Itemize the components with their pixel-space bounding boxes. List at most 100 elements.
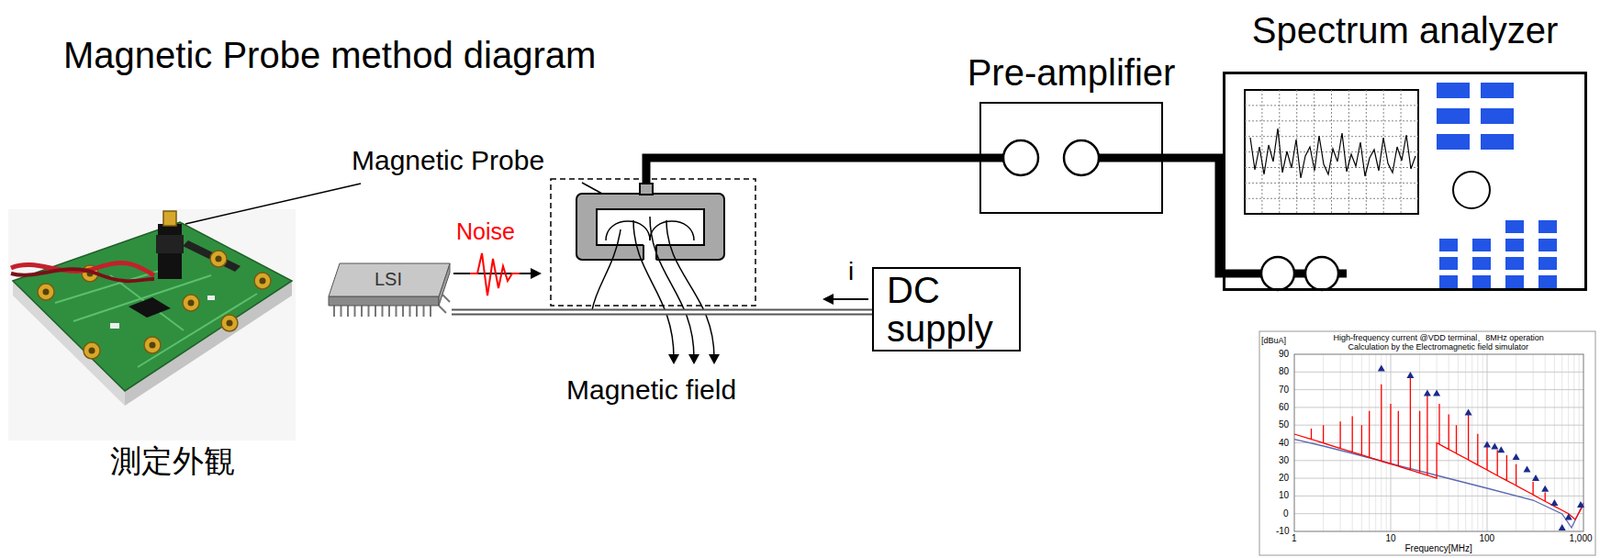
magnetic-field-lines xyxy=(649,216,694,359)
spectrum-analyzer-panel xyxy=(1538,275,1557,289)
noise-arrow xyxy=(453,272,533,275)
axis-title: Frequency[MHz] xyxy=(1405,543,1473,555)
spectrum-analyzer-panel xyxy=(1436,108,1470,124)
field-arrowheads xyxy=(668,354,720,365)
photo-board xyxy=(8,209,296,441)
chip-front xyxy=(328,296,439,306)
spectrum-analyzer-panel xyxy=(1538,220,1557,234)
y-axis-tick: 90 xyxy=(1278,348,1289,360)
y-axis-tick: -10 xyxy=(1275,525,1289,538)
y-axis-tick: 70 xyxy=(1278,384,1289,396)
noise-arrow xyxy=(530,268,542,280)
magnetic-field-lines xyxy=(605,221,650,241)
spectrum-analyzer-panel xyxy=(1538,238,1557,252)
spectrum-analyzer-panel xyxy=(1505,220,1524,234)
spectrum-analyzer-panel xyxy=(1244,89,1419,214)
photo-board xyxy=(11,268,155,281)
photo-board xyxy=(188,300,195,307)
spectrum-analyzer-panel xyxy=(1222,82,1557,291)
spectrum-analyzer-panel xyxy=(1472,238,1491,252)
spectrum-analyzer-panel xyxy=(1505,275,1524,289)
chart-subtitle: Calculation by the Electromagnetic field… xyxy=(1348,342,1530,352)
spectrum-chart xyxy=(1294,354,1584,532)
photo-board xyxy=(110,323,120,329)
chip-label: LSI xyxy=(337,268,439,291)
spectrum-analyzer-panel xyxy=(1480,134,1514,150)
chip-top xyxy=(328,263,450,297)
photo-board xyxy=(259,278,267,285)
photo-board xyxy=(226,320,234,327)
signal-cable xyxy=(1163,157,1223,274)
power-wire xyxy=(451,311,873,314)
spectrum-chart xyxy=(1259,331,1596,556)
field-label: Magnetic field xyxy=(566,374,737,407)
magnetic-field-lines xyxy=(666,220,715,359)
spectrum-analyzer-panel xyxy=(1480,82,1514,99)
photo-board xyxy=(182,240,241,272)
spectrum-analyzer-panel xyxy=(1261,257,1295,291)
photo-board xyxy=(43,289,50,296)
spectrum-analyzer-panel xyxy=(1472,257,1491,270)
x-axis-tick: 1 xyxy=(1291,533,1298,545)
x-axis-tick: 100 xyxy=(1479,533,1496,545)
current-arrow xyxy=(831,298,869,301)
photo-board xyxy=(215,256,223,263)
magnetic-field-lines xyxy=(592,229,621,311)
pre-amplifier-connectors xyxy=(1063,140,1099,176)
spectrum-analyzer-panel xyxy=(1439,238,1458,252)
photo-board xyxy=(144,336,161,354)
power-wire xyxy=(451,309,873,316)
pre-amplifier-box: Pre-amplifier xyxy=(979,101,1164,214)
spectrum-chart xyxy=(1294,354,1584,532)
noise-arrow xyxy=(469,253,520,296)
spectrum-analyzer-panel xyxy=(1439,275,1458,289)
box-heading: Pre-amplifier xyxy=(967,51,1176,94)
spectrum-analyzer-box: Spectrum analyzer xyxy=(1222,71,1588,291)
magnetic-field-lines xyxy=(649,221,694,241)
photo-board xyxy=(163,211,177,226)
photo-board xyxy=(8,209,296,441)
pre-amplifier-connectors xyxy=(1003,140,1164,176)
y-axis-tick: 30 xyxy=(1278,455,1289,467)
y-axis-tick: 10 xyxy=(1278,490,1289,502)
leader-line xyxy=(185,182,621,224)
current-arrow xyxy=(822,293,869,305)
callout-label: Magnetic Probe xyxy=(351,145,545,178)
y-axis-tick: 60 xyxy=(1278,402,1289,414)
photo-board xyxy=(182,294,200,312)
x-axis-tick: 10 xyxy=(1386,533,1397,545)
box-label: DC supply xyxy=(873,270,1019,348)
spectrum-analyzer-panel xyxy=(1453,171,1490,209)
pre-amplifier-connectors xyxy=(1098,154,1164,163)
spectrum-analyzer-panel xyxy=(1505,238,1524,252)
photo-board xyxy=(210,250,227,268)
photo-board xyxy=(124,280,292,406)
spectrum-chart xyxy=(1294,377,1584,520)
y-axis-tick: 20 xyxy=(1278,472,1289,484)
y-axis-tick: 0 xyxy=(1283,508,1289,520)
y-axis-tick: 80 xyxy=(1278,366,1289,378)
y-axis-tick: 50 xyxy=(1278,419,1289,431)
photo-board xyxy=(37,250,271,359)
spectrum-analyzer-panel xyxy=(1472,275,1491,289)
pre-amplifier-connectors xyxy=(1003,140,1039,176)
spectrum-analyzer-panel xyxy=(1436,82,1470,99)
diagram-title: Magnetic Probe method diagram xyxy=(63,33,596,77)
power-wire xyxy=(451,312,873,314)
spectrum-analyzer-panel xyxy=(1439,257,1458,270)
photo-board xyxy=(12,222,292,392)
photo-board xyxy=(207,295,215,301)
photo-board xyxy=(149,342,157,349)
spectrum-analyzer-panel xyxy=(1305,257,1339,291)
spectrum-analyzer-panel xyxy=(1505,257,1524,270)
spectrum-analyzer-panel xyxy=(1480,108,1514,124)
axis-unit: [dBuA] xyxy=(1261,335,1287,346)
photo-board xyxy=(254,272,271,290)
spectrum-chart xyxy=(1259,331,1596,556)
photo-board xyxy=(55,266,258,368)
spectrum-chart xyxy=(1294,439,1584,528)
photo-board xyxy=(89,347,96,355)
